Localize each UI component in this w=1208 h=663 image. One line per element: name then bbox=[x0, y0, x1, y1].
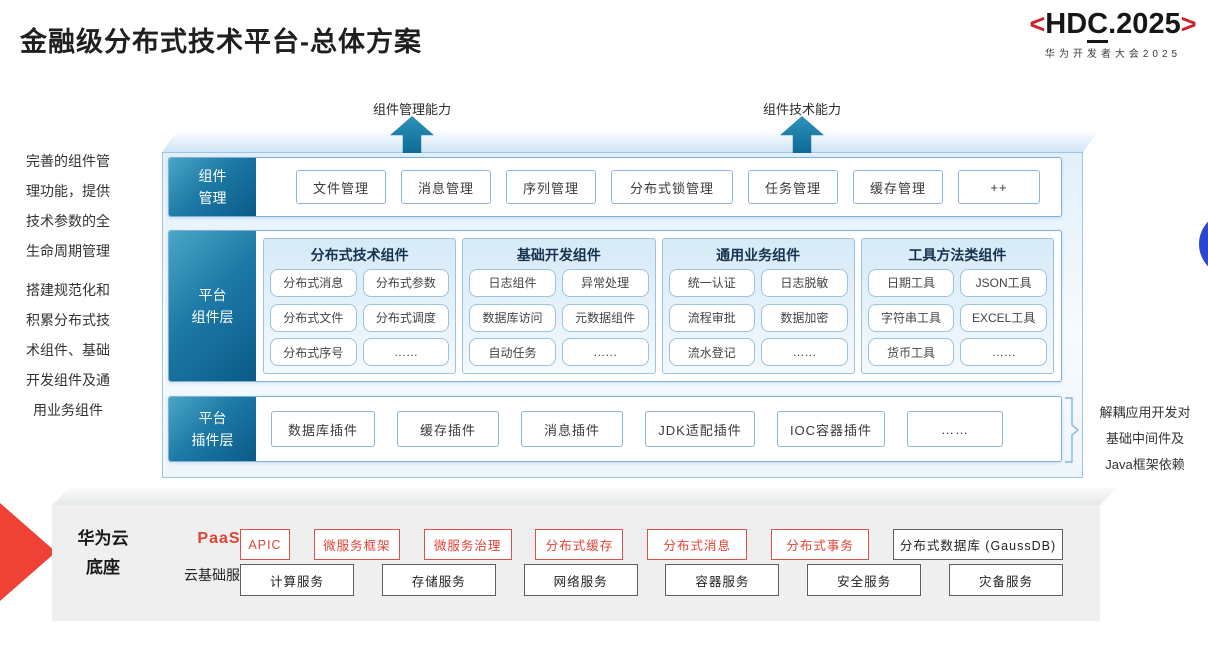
component-box: 流水登记 bbox=[668, 338, 756, 367]
component-box: 货币工具 bbox=[867, 338, 955, 367]
brace-icon bbox=[1065, 397, 1079, 463]
column-basic-dev: 基础开发组件 日志组件 异常处理 数据库访问 元数据组件 自动任务 …… bbox=[462, 238, 656, 374]
component-box: 分布式文件 bbox=[270, 303, 357, 332]
left-red-arrow bbox=[0, 503, 56, 601]
plugin-box: JDK适配插件 bbox=[645, 411, 755, 447]
hdc-left-bracket: < bbox=[1029, 9, 1046, 39]
component-box: 分布式调度 bbox=[362, 303, 450, 332]
plugin-box: 消息插件 bbox=[521, 411, 623, 447]
layer-label-platform-components: 平台 组件层 bbox=[169, 231, 256, 381]
component-box: 文件管理 bbox=[296, 170, 386, 204]
component-box: 分布式锁管理 bbox=[611, 170, 733, 204]
column-header: 工具方法类组件 bbox=[908, 247, 1007, 263]
layer-component-mgmt: 组件 管理 文件管理 消息管理 序列管理 分布式锁管理 任务管理 缓存管理 ++ bbox=[168, 157, 1062, 217]
paas-service-box: APIC bbox=[240, 529, 290, 560]
component-box: 数据库访问 bbox=[469, 303, 556, 332]
cloud-services-row: 计算服务 存储服务 网络服务 容器服务 安全服务 灾备服务 bbox=[240, 564, 1063, 596]
layer-platform-plugins: 平台 插件层 数据库插件 缓存插件 消息插件 JDK适配插件 IOC容器插件 …… bbox=[168, 396, 1062, 462]
component-box: …… bbox=[960, 338, 1047, 367]
component-box: 缓存管理 bbox=[853, 170, 943, 204]
component-box: 元数据组件 bbox=[561, 303, 649, 332]
foundation-slab bbox=[52, 505, 1100, 621]
cloud-service-box: 网络服务 bbox=[523, 564, 638, 596]
paas-services-row: APIC 微服务框架 微服务治理 分布式缓存 分布式消息 分布式事务 分布式数据… bbox=[240, 529, 1063, 560]
platform-plugin-items: 数据库插件 缓存插件 消息插件 JDK适配插件 IOC容器插件 …… bbox=[263, 397, 1061, 461]
tech-capability-label: 组件技术能力 bbox=[762, 102, 841, 117]
component-box: JSON工具 bbox=[960, 268, 1047, 297]
platform-component-columns: 分布式技术组件 分布式消息 分布式参数 分布式文件 分布式调度 分布式序号 ……… bbox=[263, 238, 1054, 374]
column-distributed-tech: 分布式技术组件 分布式消息 分布式参数 分布式文件 分布式调度 分布式序号 …… bbox=[263, 238, 457, 374]
component-box: 自动任务 bbox=[469, 338, 556, 367]
cloud-base-services-label: 云基础服务 bbox=[184, 567, 254, 583]
platform-slab-top-face bbox=[162, 130, 1099, 152]
hdc-right-bracket: > bbox=[1180, 9, 1197, 39]
note-decoupling: 解耦应用开发对 基础中间件及 Java框架依赖 bbox=[1099, 405, 1191, 472]
note-platform-components: 搭建规范化和 积累分布式技 术组件、基础 开发组件及通 用业务组件 bbox=[26, 282, 110, 418]
column-header: 分布式技术组件 bbox=[310, 247, 409, 263]
component-box: 日志脱敏 bbox=[761, 268, 848, 297]
column-header: 基础开发组件 bbox=[516, 247, 601, 263]
note-component-mgmt: 完善的组件管 理功能，提供 技术参数的全 生命周期管理 bbox=[26, 153, 110, 259]
layer-platform-components: 平台 组件层 分布式技术组件 分布式消息 分布式参数 分布式文件 分布式调度 分… bbox=[168, 230, 1062, 382]
component-box: 字符串工具 bbox=[867, 303, 955, 332]
paas-service-box: 微服务框架 bbox=[313, 529, 400, 560]
component-box: 异常处理 bbox=[561, 268, 649, 297]
mgmt-capability-label: 组件管理能力 bbox=[372, 102, 451, 117]
component-box: …… bbox=[362, 338, 450, 367]
component-box: ++ bbox=[958, 170, 1040, 204]
page-title: 金融级分布式技术平台-总体方案 bbox=[20, 27, 422, 57]
component-box: …… bbox=[761, 338, 848, 367]
right-edge-blue-circle bbox=[1199, 212, 1208, 276]
component-box: 统一认证 bbox=[668, 268, 756, 297]
hdc-logo: <HDC.2025> 华为开发者大会2025 bbox=[1018, 8, 1208, 60]
huawei-cloud-foundation-label: 华为云 底座 bbox=[77, 529, 129, 577]
component-box: …… bbox=[561, 338, 649, 367]
cloud-service-box: 存储服务 bbox=[381, 564, 496, 596]
component-box: 流程审批 bbox=[668, 303, 756, 332]
gaussdb-box: 分布式数据库 (GaussDB) bbox=[892, 529, 1063, 560]
cloud-service-box: 灾备服务 bbox=[948, 564, 1063, 596]
paas-service-box: 分布式事务 bbox=[771, 529, 870, 560]
plugin-box: IOC容器插件 bbox=[777, 411, 885, 447]
paas-service-box: 分布式消息 bbox=[647, 529, 748, 560]
plugin-box: 数据库插件 bbox=[271, 411, 375, 447]
layer-label-platform-plugins: 平台 插件层 bbox=[169, 397, 256, 461]
component-box: 日期工具 bbox=[867, 268, 955, 297]
foundation-slab-top-face bbox=[52, 488, 1117, 505]
cloud-service-box: 计算服务 bbox=[240, 564, 354, 596]
paas-service-box: 分布式缓存 bbox=[535, 529, 624, 560]
layer-label-component-mgmt: 组件 管理 bbox=[169, 158, 256, 216]
hdc-logo-subtitle: 华为开发者大会2025 bbox=[1044, 49, 1182, 60]
component-box: 日志组件 bbox=[469, 268, 556, 297]
component-box: 序列管理 bbox=[506, 170, 596, 204]
component-box: 分布式参数 bbox=[362, 268, 450, 297]
column-tool-methods: 工具方法类组件 日期工具 JSON工具 字符串工具 EXCEL工具 货币工具 …… bbox=[860, 238, 1054, 374]
component-box: 分布式序号 bbox=[270, 338, 357, 367]
component-box: 分布式消息 bbox=[270, 268, 357, 297]
plugin-box: 缓存插件 bbox=[397, 411, 499, 447]
cloud-service-box: 容器服务 bbox=[665, 564, 780, 596]
plugin-box: …… bbox=[907, 411, 1003, 447]
paas-label: PaaS bbox=[197, 530, 241, 547]
column-header: 通用业务组件 bbox=[716, 247, 801, 263]
paas-service-box: 微服务治理 bbox=[423, 529, 512, 560]
component-mgmt-items: 文件管理 消息管理 序列管理 分布式锁管理 任务管理 缓存管理 ++ bbox=[256, 158, 1061, 216]
component-box: EXCEL工具 bbox=[960, 303, 1047, 332]
hdc-logo-text: <HDC.2025> bbox=[1018, 8, 1208, 43]
column-common-business: 通用业务组件 统一认证 日志脱敏 流程审批 数据加密 流水登记 …… bbox=[661, 238, 855, 374]
component-box: 数据加密 bbox=[761, 303, 848, 332]
component-box: 任务管理 bbox=[748, 170, 838, 204]
component-box: 消息管理 bbox=[401, 170, 491, 204]
cloud-service-box: 安全服务 bbox=[807, 564, 922, 596]
